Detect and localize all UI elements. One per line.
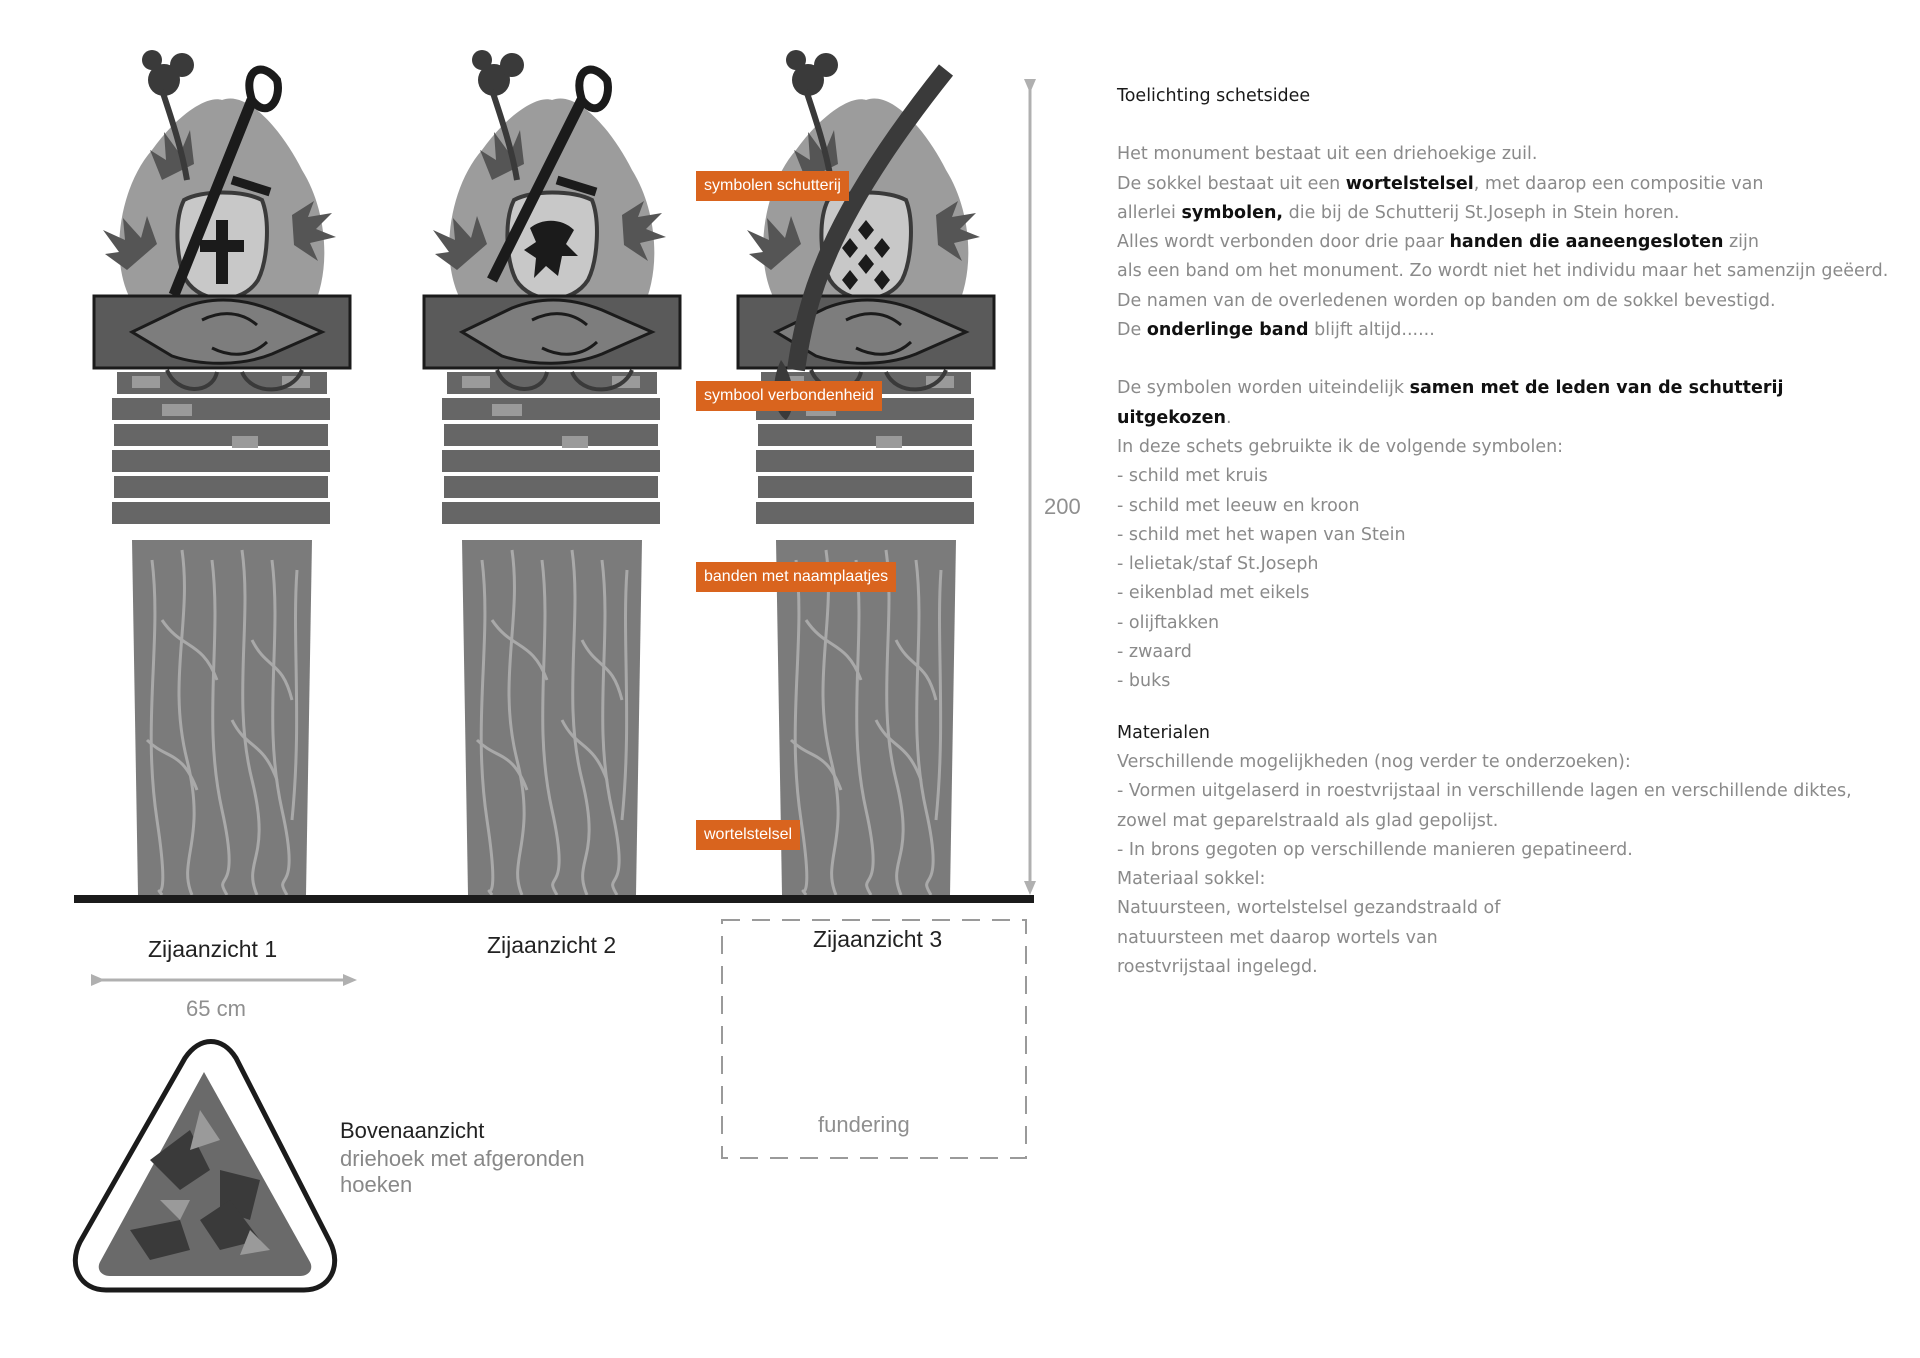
foundation-label: fundering	[818, 1112, 910, 1137]
side-view-2-label: Zijaanzicht 2	[487, 932, 617, 958]
text-run: .	[1225, 407, 1232, 428]
width-dimension-label: 65 cm	[186, 996, 246, 1021]
materials-line: Materiaal sokkel:	[1117, 869, 1266, 890]
text-run: In deze schets gebruikte ik de volgende …	[1117, 436, 1564, 457]
sword-icon	[487, 65, 612, 283]
text-line: allerlei symbolen, die bij de Schutterij…	[1117, 199, 1897, 228]
materials-line: - Vormen uitgelaserd in roestvrijstaal i…	[1117, 781, 1852, 802]
tag-symbols: symbolen schutterij	[696, 171, 849, 201]
text-run: blijft altijd......	[1308, 320, 1435, 341]
lion-shield-icon	[524, 220, 578, 278]
text-line: In deze schets gebruikte ik de volgende …	[1117, 433, 1897, 462]
tag-roots: wortelstelsel	[696, 820, 801, 850]
symbol-list-item: - schild met het wapen van Stein	[1117, 524, 1406, 545]
text-emphasis: handen die aaneengesloten	[1449, 232, 1724, 253]
text-line: als een band om het monument. Zo wordt n…	[1117, 257, 1897, 286]
text-run: De namen van de overledenen worden op ba…	[1117, 290, 1776, 311]
text-run: , met daarop een compositie van	[1473, 173, 1764, 194]
symbol-list-item: - olijftakken	[1117, 612, 1220, 633]
text-line: Alles wordt verbonden door drie paar han…	[1117, 228, 1897, 257]
side-view-2-column	[424, 50, 680, 895]
text-line: De onderlinge band blijft altijd......	[1117, 316, 1897, 345]
text-run: zijn	[1723, 232, 1759, 253]
text-emphasis: symbolen,	[1181, 202, 1284, 223]
text-run: als een band om het monument. Zo wordt n…	[1117, 261, 1889, 282]
cross-shield-icon	[200, 220, 244, 284]
explanation-title: Toelichting schetsidee	[1117, 86, 1311, 106]
top-view-triangle	[72, 1039, 338, 1293]
sword-icon	[168, 65, 282, 298]
foundation-box	[721, 919, 1027, 1159]
top-view-subtitle-1: driehoek met afgeronden	[340, 1146, 585, 1171]
text-run: die bij de Schutterij St.Joseph in Stein…	[1283, 202, 1680, 223]
text-emphasis: wortelstelsel	[1345, 173, 1474, 194]
explanation-text: Toelichting schetsidee Het monument best…	[1117, 82, 1897, 982]
text-emphasis: samen met de leden van de schutterij uit…	[1117, 378, 1784, 428]
text-run: Alles wordt verbonden door drie paar	[1117, 232, 1450, 253]
materials-line: Verschillende mogelijkheden (nog verder …	[1117, 751, 1631, 772]
text-emphasis: onderlinge band	[1146, 320, 1309, 341]
symbol-list-item: - zwaard	[1117, 642, 1192, 663]
ground-line	[74, 895, 1034, 903]
text-run: De symbolen worden uiteindelijk	[1117, 378, 1410, 399]
materials-line: roestvrijstaal ingelegd.	[1117, 957, 1318, 978]
symbol-list-item: - schild met kruis	[1117, 466, 1268, 487]
text-run: allerlei	[1117, 202, 1182, 223]
materials-line: - In brons gegoten op verschillende mani…	[1117, 839, 1633, 860]
text-run: De	[1117, 320, 1147, 341]
tag-bands: banden met naamplaatjes	[696, 562, 897, 592]
text-run: De sokkel bestaat uit een	[1117, 173, 1346, 194]
materials-title: Materialen	[1117, 722, 1210, 743]
text-line: De sokkel bestaat uit een wortelstelsel,…	[1117, 170, 1897, 199]
text-line: De namen van de overledenen worden op ba…	[1117, 287, 1897, 316]
tag-connection: symbool verbondenheid	[696, 381, 882, 411]
symbol-list-item: - schild met leeuw en kroon	[1117, 495, 1360, 516]
materials-line: natuursteen met daarop wortels van	[1117, 927, 1438, 948]
top-view-title: Bovenaanzicht	[340, 1118, 485, 1143]
materials-line: Natuursteen, wortelstelsel gezandstraald…	[1117, 898, 1501, 919]
side-view-1-label: Zijaanzicht 1	[148, 936, 278, 962]
text-line: Het monument bestaat uit een driehoekige…	[1117, 140, 1897, 169]
text-line: De symbolen worden uiteindelijk samen me…	[1117, 374, 1897, 433]
height-dimension-label: 200	[1044, 494, 1081, 519]
lozenge-shield-icon	[842, 220, 890, 290]
side-view-1-column	[94, 50, 350, 895]
symbol-list-item: - eikenblad met eikels	[1117, 583, 1310, 604]
materials-line: zowel mat geparelstraald als glad gepoli…	[1117, 810, 1499, 831]
top-view-subtitle-2: hoeken	[340, 1172, 413, 1197]
symbol-list-item: - lelietak/staf St.Joseph	[1117, 554, 1319, 575]
symbol-list-item: - buks	[1117, 671, 1171, 692]
text-run: Het monument bestaat uit een driehoekige…	[1117, 144, 1538, 165]
side-view-3-label: Zijaanzicht 3	[813, 926, 943, 952]
